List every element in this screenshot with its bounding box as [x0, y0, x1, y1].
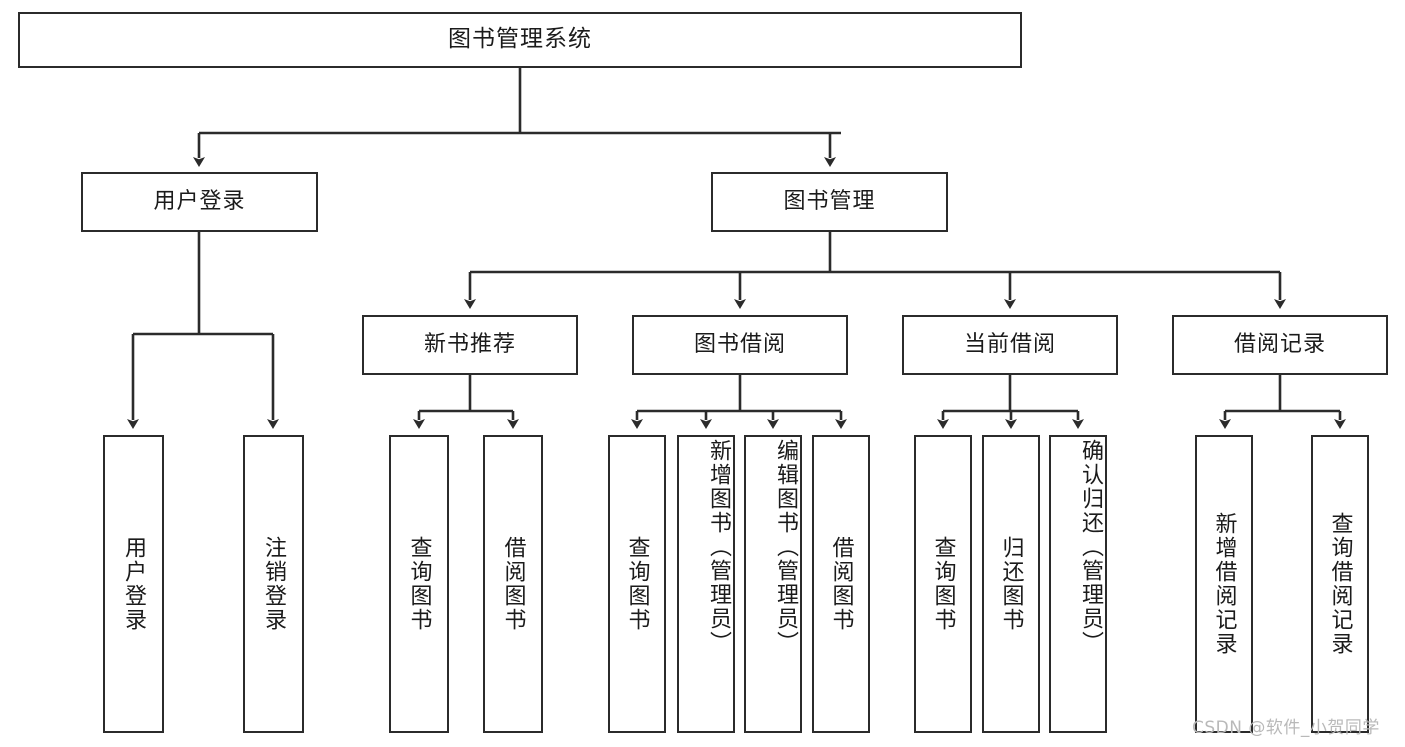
node-leaf-query-record[interactable]: 查询借阅记录 [1311, 435, 1369, 733]
node-leaf-query-book-3-label: 查询图书 [930, 536, 956, 632]
node-leaf-add-book-label: 新增图书（管理员） [706, 439, 731, 655]
csdn-watermark: CSDN @软件_小贺同学 [1192, 718, 1380, 738]
node-book-manage-label: 图书管理 [783, 188, 876, 214]
node-leaf-query-book-2[interactable]: 查询图书 [608, 435, 666, 733]
node-root-label: 图书管理系统 [448, 26, 592, 53]
node-new-book-recommend-label: 新书推荐 [423, 331, 516, 357]
node-book-manage[interactable]: 图书管理 [711, 172, 948, 232]
node-leaf-edit-book-label: 编辑图书（管理员） [773, 439, 798, 655]
node-borrow-record[interactable]: 借阅记录 [1172, 315, 1388, 375]
node-leaf-add-record[interactable]: 新增借阅记录 [1195, 435, 1253, 733]
node-leaf-add-record-label: 新增借阅记录 [1211, 512, 1237, 656]
node-leaf-borrow-book-2-label: 借阅图书 [828, 536, 854, 632]
node-leaf-user-login-label: 用户登录 [121, 536, 147, 632]
node-user-login-label: 用户登录 [153, 188, 246, 214]
node-leaf-query-record-label: 查询借阅记录 [1327, 512, 1353, 656]
node-leaf-user-logout-label: 注销登录 [261, 536, 287, 632]
node-leaf-query-book-1-label: 查询图书 [406, 536, 432, 632]
node-leaf-confirm-return-label: 确认归还（管理员） [1078, 439, 1103, 655]
node-leaf-borrow-book-1[interactable]: 借阅图书 [483, 435, 543, 733]
node-book-borrow-label: 图书借阅 [693, 331, 786, 357]
node-leaf-user-logout[interactable]: 注销登录 [243, 435, 304, 733]
node-leaf-confirm-return[interactable]: 确认归还（管理员） [1049, 435, 1107, 733]
node-book-borrow[interactable]: 图书借阅 [632, 315, 848, 375]
node-leaf-user-login[interactable]: 用户登录 [103, 435, 164, 733]
node-leaf-add-book[interactable]: 新增图书（管理员） [677, 435, 735, 733]
node-borrow-record-label: 借阅记录 [1233, 331, 1326, 357]
node-new-book-recommend[interactable]: 新书推荐 [362, 315, 578, 375]
node-leaf-query-book-2-label: 查询图书 [624, 536, 650, 632]
node-current-borrow-label: 当前借阅 [963, 331, 1056, 357]
node-current-borrow[interactable]: 当前借阅 [902, 315, 1118, 375]
node-leaf-borrow-book-2[interactable]: 借阅图书 [812, 435, 870, 733]
node-leaf-edit-book[interactable]: 编辑图书（管理员） [744, 435, 802, 733]
node-root[interactable]: 图书管理系统 [18, 12, 1022, 68]
node-leaf-return-book-label: 归还图书 [998, 536, 1024, 632]
node-leaf-query-book-1[interactable]: 查询图书 [389, 435, 449, 733]
node-leaf-return-book[interactable]: 归还图书 [982, 435, 1040, 733]
node-user-login[interactable]: 用户登录 [81, 172, 318, 232]
node-leaf-query-book-3[interactable]: 查询图书 [914, 435, 972, 733]
node-leaf-borrow-book-1-label: 借阅图书 [500, 536, 526, 632]
